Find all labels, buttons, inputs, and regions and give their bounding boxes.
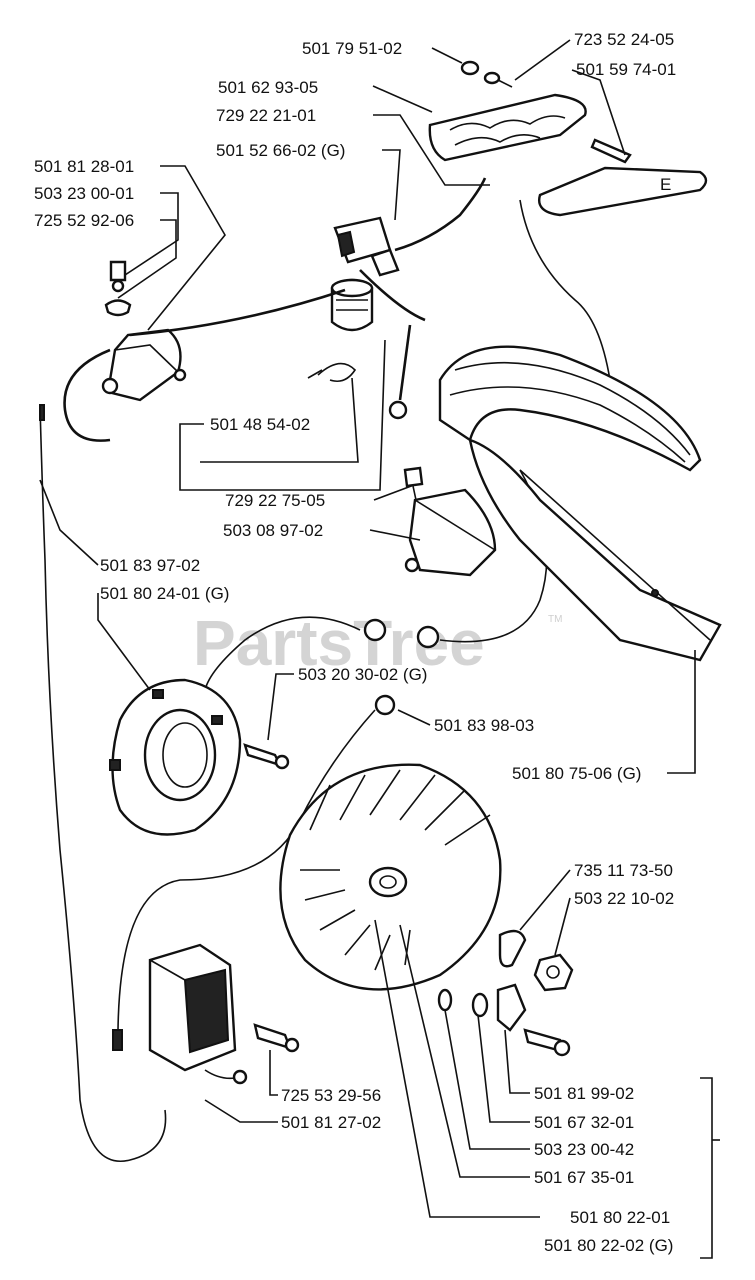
ignition-coil-top <box>101 260 187 402</box>
label-501-59-74-01: 501 59 74-01 <box>576 60 676 79</box>
label-503-23-00-01: 503 23 00-01 <box>34 184 134 203</box>
label-501-83-98-03: 501 83 98-03 <box>434 716 534 735</box>
label-729-22-21-01: 729 22 21-01 <box>216 106 316 125</box>
label-503-20-30-02-g: 503 20 30-02 (G) <box>298 665 427 684</box>
watermark-tm: TM <box>548 614 562 625</box>
label-501-80-24-01-g: 501 80 24-01 (G) <box>100 584 229 603</box>
label-503-23-00-42: 503 23 00-42 <box>534 1140 634 1159</box>
label-503-22-10-02: 503 22 10-02 <box>574 889 674 908</box>
label-501-80-22-02-g: 501 80 22-02 (G) <box>544 1236 673 1255</box>
label-501-67-32-01: 501 67 32-01 <box>534 1113 634 1132</box>
handle-switch-assembly: E <box>428 60 708 217</box>
starter-pawl-assembly <box>437 983 571 1057</box>
label-501-81-99-02: 501 81 99-02 <box>534 1084 634 1103</box>
label-729-22-75-05: 729 22 75-05 <box>225 491 325 510</box>
label-725-53-29-56: 725 53 29-56 <box>281 1086 381 1105</box>
svg-text:E: E <box>660 175 671 194</box>
ignition-module-small <box>403 466 497 577</box>
ignition-module-large <box>148 943 300 1085</box>
label-501-62-93-05: 501 62 93-05 <box>218 78 318 97</box>
wiring <box>39 177 611 1162</box>
label-501-80-22-01: 501 80 22-01 <box>570 1208 670 1227</box>
label-503-08-97-02: 503 08 97-02 <box>223 521 323 540</box>
stator-plate <box>109 678 290 836</box>
flywheel-nut-washer <box>498 929 574 992</box>
label-501-81-28-01: 501 81 28-01 <box>34 157 134 176</box>
label-501-83-97-02: 501 83 97-02 <box>100 556 200 575</box>
flywheel <box>279 763 502 991</box>
label-501-48-54-02: 501 48 54-02 <box>210 415 310 434</box>
label-501-81-27-02: 501 81 27-02 <box>281 1113 381 1132</box>
ignition-switch <box>333 216 400 277</box>
leader-lines <box>39 39 720 1259</box>
label-501-67-35-01: 501 67 35-01 <box>534 1168 634 1187</box>
label-735-11-73-50: 735 11 73-50 <box>574 861 673 880</box>
short-circuit-cable-clip <box>307 362 357 383</box>
label-501-79-51-02: 501 79 51-02 <box>302 39 402 58</box>
muffler-cover <box>438 345 722 662</box>
label-501-80-75-06-g: 501 80 75-06 (G) <box>512 764 641 783</box>
capacitor <box>330 278 374 332</box>
label-723-52-24-05: 723 52 24-05 <box>574 30 674 49</box>
part-labels: 501 79 51-02 723 52 24-05 501 59 74-01 5… <box>34 30 676 1255</box>
label-725-52-92-06: 725 52 92-06 <box>34 211 134 230</box>
label-501-52-66-02-g: 501 52 66-02 (G) <box>216 141 345 160</box>
